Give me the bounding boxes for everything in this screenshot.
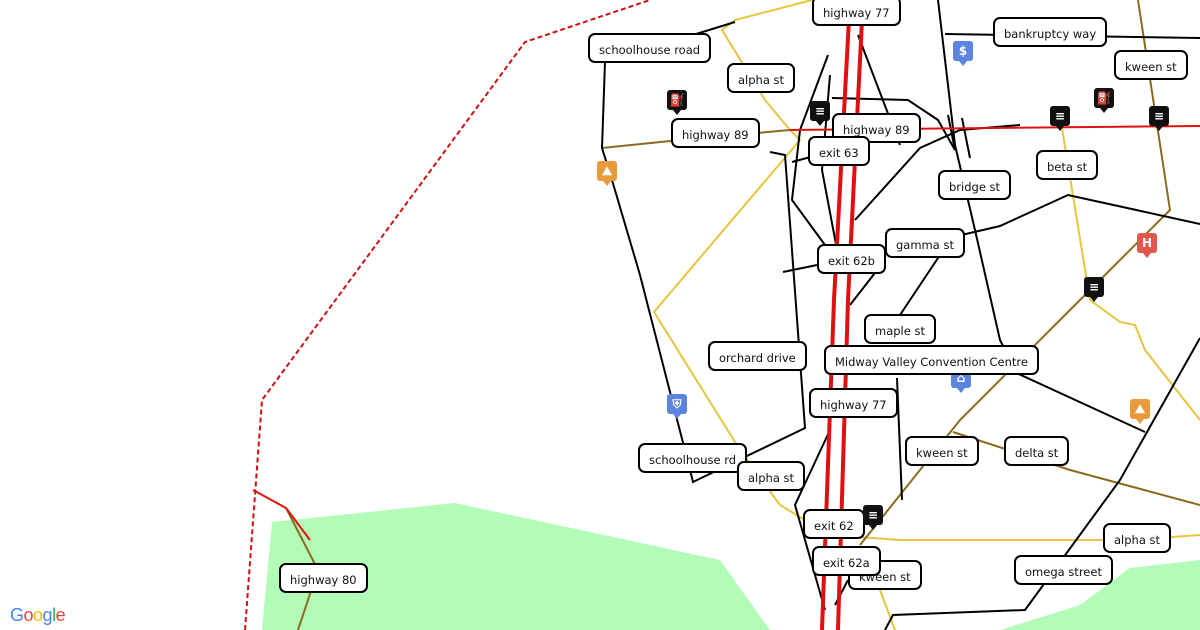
road-label[interactable]: alpha st (1103, 523, 1172, 553)
fuel-icon[interactable]: ⛽ (1094, 88, 1114, 113)
road-alpha-st (652, 0, 1200, 541)
road-label[interactable]: highway 80 (279, 563, 368, 593)
road-label[interactable]: orchard drive (708, 341, 807, 371)
road-label[interactable]: highway 89 (671, 118, 760, 148)
park-area (262, 503, 770, 630)
road-bridge (961, 117, 971, 159)
road-east-diag (1009, 369, 1146, 433)
road-label[interactable]: alpha st (737, 461, 806, 491)
road-label[interactable]: bridge st (938, 170, 1012, 200)
traffic-light-icon[interactable]: ≡ (863, 505, 883, 530)
road-ramp (831, 97, 956, 151)
traffic-light-icon[interactable]: ≡ (1050, 106, 1070, 131)
road-delta-st (952, 431, 1200, 506)
park-area (1000, 560, 1200, 630)
google-logo: Google (10, 605, 66, 625)
road-label[interactable]: exit 62a (812, 546, 881, 576)
road-gamma-st (782, 264, 818, 273)
road-kween-st-n (896, 377, 903, 501)
road-label[interactable]: delta st (1004, 436, 1070, 466)
boundary (244, 0, 651, 630)
road-label[interactable]: alpha st (727, 63, 796, 93)
road-ramp (790, 54, 829, 246)
traffic-light-icon[interactable]: ≡ (1084, 277, 1104, 302)
road-maple-st (899, 254, 941, 316)
road-highway-80 (252, 489, 311, 541)
road-label[interactable]: maple st (864, 314, 936, 344)
police-icon[interactable]: ⛨ (667, 394, 687, 419)
parks (262, 503, 1200, 630)
hiking-icon[interactable]: ⛰ (1130, 399, 1150, 424)
road-label[interactable]: omega street (1014, 555, 1113, 585)
place-label[interactable]: Midway Valley Convention Centre (824, 345, 1039, 375)
traffic-light-icon[interactable]: ≡ (810, 101, 830, 126)
road-label[interactable]: schoolhouse rd (638, 443, 748, 473)
bank-icon[interactable]: $ (953, 41, 973, 66)
road-label[interactable]: schoolhouse road (588, 33, 712, 63)
road-label[interactable]: highway 89 (832, 113, 921, 143)
fuel-icon[interactable]: ⛽ (667, 90, 687, 115)
road-bridge (947, 114, 956, 151)
road-label[interactable]: highway 77 (812, 0, 901, 26)
road-label[interactable]: kween st (905, 436, 979, 466)
road-label[interactable]: bankruptcy way (993, 17, 1108, 47)
traffic-light-icon[interactable]: ≡ (1149, 106, 1169, 131)
road-label[interactable]: exit 62b (817, 244, 886, 274)
hiking-icon[interactable]: ⛰ (597, 161, 617, 186)
road-beta-st (1059, 115, 1200, 421)
road-label[interactable]: exit 62 (803, 509, 865, 539)
border-line (244, 0, 651, 630)
road-omega (884, 337, 1200, 630)
road-label[interactable]: highway 77 (809, 388, 898, 418)
road-label[interactable]: exit 63 (808, 136, 870, 166)
road-schoolhouse (600, 21, 807, 484)
road-label[interactable]: kween st (1114, 50, 1188, 80)
road-label[interactable]: beta st (1036, 150, 1099, 180)
hospital-icon[interactable]: H (1137, 233, 1157, 258)
road-label[interactable]: gamma st (885, 228, 965, 258)
